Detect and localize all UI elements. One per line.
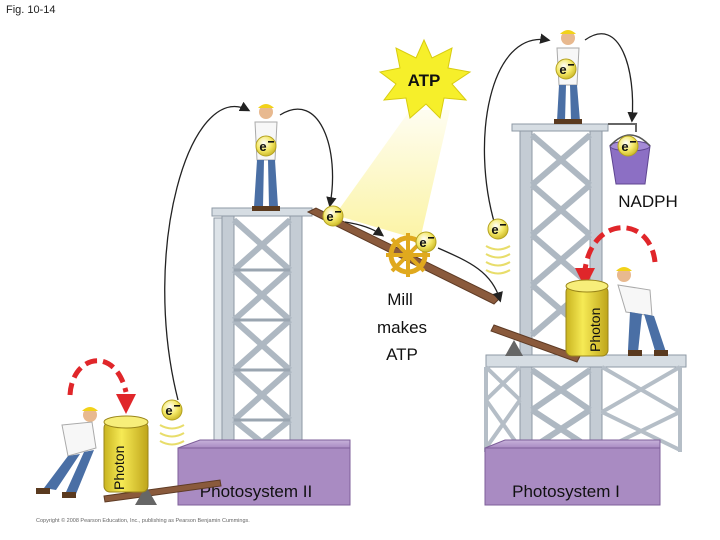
svg-text:e: e: [621, 139, 628, 154]
photon-canister-left: [103, 415, 149, 493]
electron-left-tower: e: [255, 135, 277, 157]
photon-arrow-right: [582, 225, 658, 271]
mill-label-line2: makes: [377, 318, 427, 337]
electron-mill: e: [415, 231, 437, 253]
electron-trail-left: [159, 424, 185, 446]
svg-text:e: e: [165, 403, 172, 418]
worker-pushing-right: [616, 267, 668, 356]
electron-trail-right: [485, 245, 511, 275]
electron-rising-left: e: [161, 399, 183, 421]
electron-path-to-bucket: [584, 33, 638, 123]
copyright-text: Copyright © 2008 Pearson Education, Inc.…: [36, 518, 250, 524]
electron-path-left-jump: [164, 101, 251, 401]
figure-label: Fig. 10-14: [6, 4, 56, 16]
photon-canister-right: [565, 279, 609, 357]
electron-path-down-ramp: [437, 247, 503, 303]
right-seesaw-fulcrum: [505, 340, 523, 356]
left-tower: [211, 207, 313, 471]
right-seesaw-plank: [490, 324, 581, 363]
electron-right-tower-top: e: [555, 58, 577, 80]
atp-label: ATP: [408, 71, 441, 90]
photon-arrow-left: [67, 358, 129, 396]
electron-ramp-top: e: [322, 205, 344, 227]
electron-path-to-mill: [344, 221, 385, 237]
left-seesaw-fulcrum: [135, 486, 157, 505]
photon-label-right: Photon: [587, 308, 603, 352]
svg-text:e: e: [491, 222, 498, 237]
photon-label-left: Photon: [111, 446, 127, 490]
svg-text:e: e: [559, 62, 566, 77]
photosystem-i-label: Photosystem I: [512, 482, 620, 501]
electron-bucket: e: [617, 135, 639, 157]
photosystem-ii-platform: [177, 439, 351, 506]
nadph-label: NADPH: [618, 192, 678, 211]
atp-light-beam: [335, 110, 450, 240]
mill-wheel: [386, 233, 430, 277]
right-tower: [484, 123, 687, 452]
mill-label-line3: ATP: [386, 345, 418, 364]
svg-text:e: e: [259, 139, 266, 154]
electron-path-to-ramp: [279, 108, 337, 208]
electron-path-right-jump: [483, 33, 551, 226]
worker-pushing-left: [36, 407, 98, 498]
electron-rising-right: e: [487, 218, 509, 240]
photon-arrow-right-head: [575, 268, 595, 288]
atp-burst: [378, 38, 472, 120]
svg-text:e: e: [326, 209, 333, 224]
left-seesaw-plank: [103, 479, 222, 503]
svg-text:e: e: [419, 235, 426, 250]
photon-arrow-left-head: [116, 394, 136, 414]
mill-label-line1: Mill: [387, 290, 413, 309]
photosystem-i-platform: [484, 439, 661, 506]
photosystem-ii-label: Photosystem II: [200, 482, 312, 501]
worker-on-left-tower: [252, 104, 280, 211]
